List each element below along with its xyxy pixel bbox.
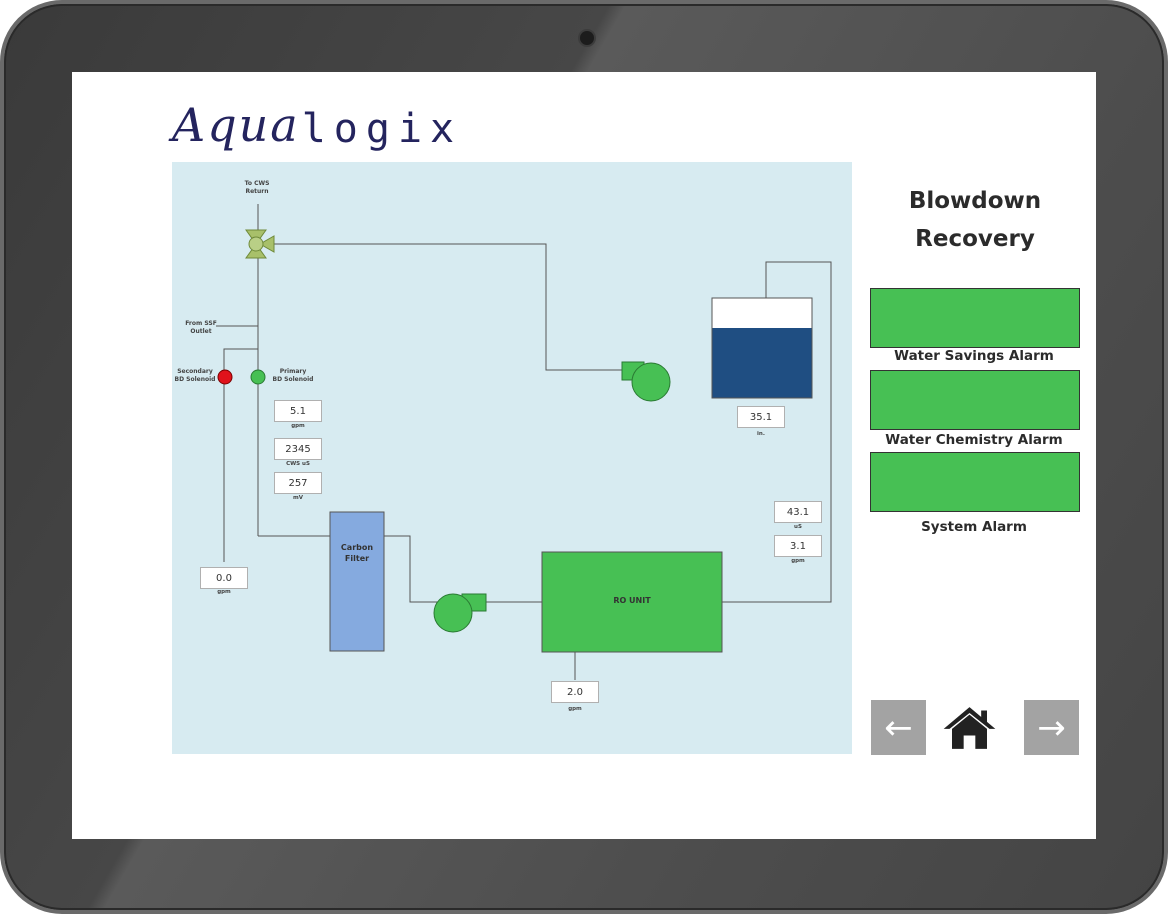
forward-button[interactable]: → [1024, 700, 1079, 755]
brand-logo-script: Aqua [172, 98, 300, 152]
home-button[interactable] [942, 700, 997, 755]
back-button[interactable]: ← [871, 700, 926, 755]
permeate-conductivity-readout: 43.1 [774, 501, 822, 523]
ro-feed-pump [433, 593, 487, 633]
water-chemistry-alarm-label: Water Chemistry Alarm [885, 432, 1063, 448]
reject-flow-unit: gpm [568, 706, 582, 712]
cws-conductivity-unit: CWS uS [286, 461, 310, 467]
three-way-valve [245, 229, 275, 259]
water-savings-alarm-label: Water Savings Alarm [894, 348, 1054, 364]
brand-logo: Aqua logix [172, 92, 462, 152]
hmi-screen: Aqua logix [72, 72, 1096, 839]
system-alarm-indicator[interactable] [870, 452, 1080, 512]
brand-logo-mono: logix [301, 106, 463, 152]
secondary-flow-unit: gpm [217, 589, 231, 595]
ro-unit-vessel [541, 551, 723, 653]
cws-conductivity-readout: 2345 [274, 438, 322, 460]
reject-flow-readout: 2.0 [551, 681, 599, 703]
carbon-filter-vessel [329, 511, 385, 652]
permeate-conductivity-unit: uS [794, 524, 802, 530]
arrow-right-icon: → [1037, 707, 1066, 748]
ro-unit-label: RO UNIT [613, 596, 651, 605]
piping-schematic [216, 204, 832, 680]
transfer-pump-upper [621, 361, 671, 402]
permeate-flow-unit: gpm [791, 558, 805, 564]
camera-icon [580, 31, 594, 45]
permeate-flow-readout: 3.1 [774, 535, 822, 557]
orp-unit: mV [293, 495, 303, 501]
water-chemistry-alarm-indicator[interactable] [870, 370, 1080, 430]
arrow-left-icon: ← [884, 707, 913, 748]
secondary-flow-readout: 0.0 [200, 567, 248, 589]
secondary-solenoid-indicator [217, 369, 233, 385]
system-alarm-label: System Alarm [921, 519, 1027, 535]
orp-readout: 257 [274, 472, 322, 494]
tank-level-readout: 35.1 [737, 406, 785, 428]
tank-level-unit: in. [757, 431, 765, 437]
home-icon [943, 706, 996, 749]
primary-flow-unit: gpm [291, 423, 305, 429]
recovery-tank [711, 297, 813, 399]
primary-flow-readout: 5.1 [274, 400, 322, 422]
water-savings-alarm-indicator[interactable] [870, 288, 1080, 348]
page-title: Blowdown Recovery [908, 188, 1042, 252]
primary-solenoid-indicator [250, 369, 266, 385]
